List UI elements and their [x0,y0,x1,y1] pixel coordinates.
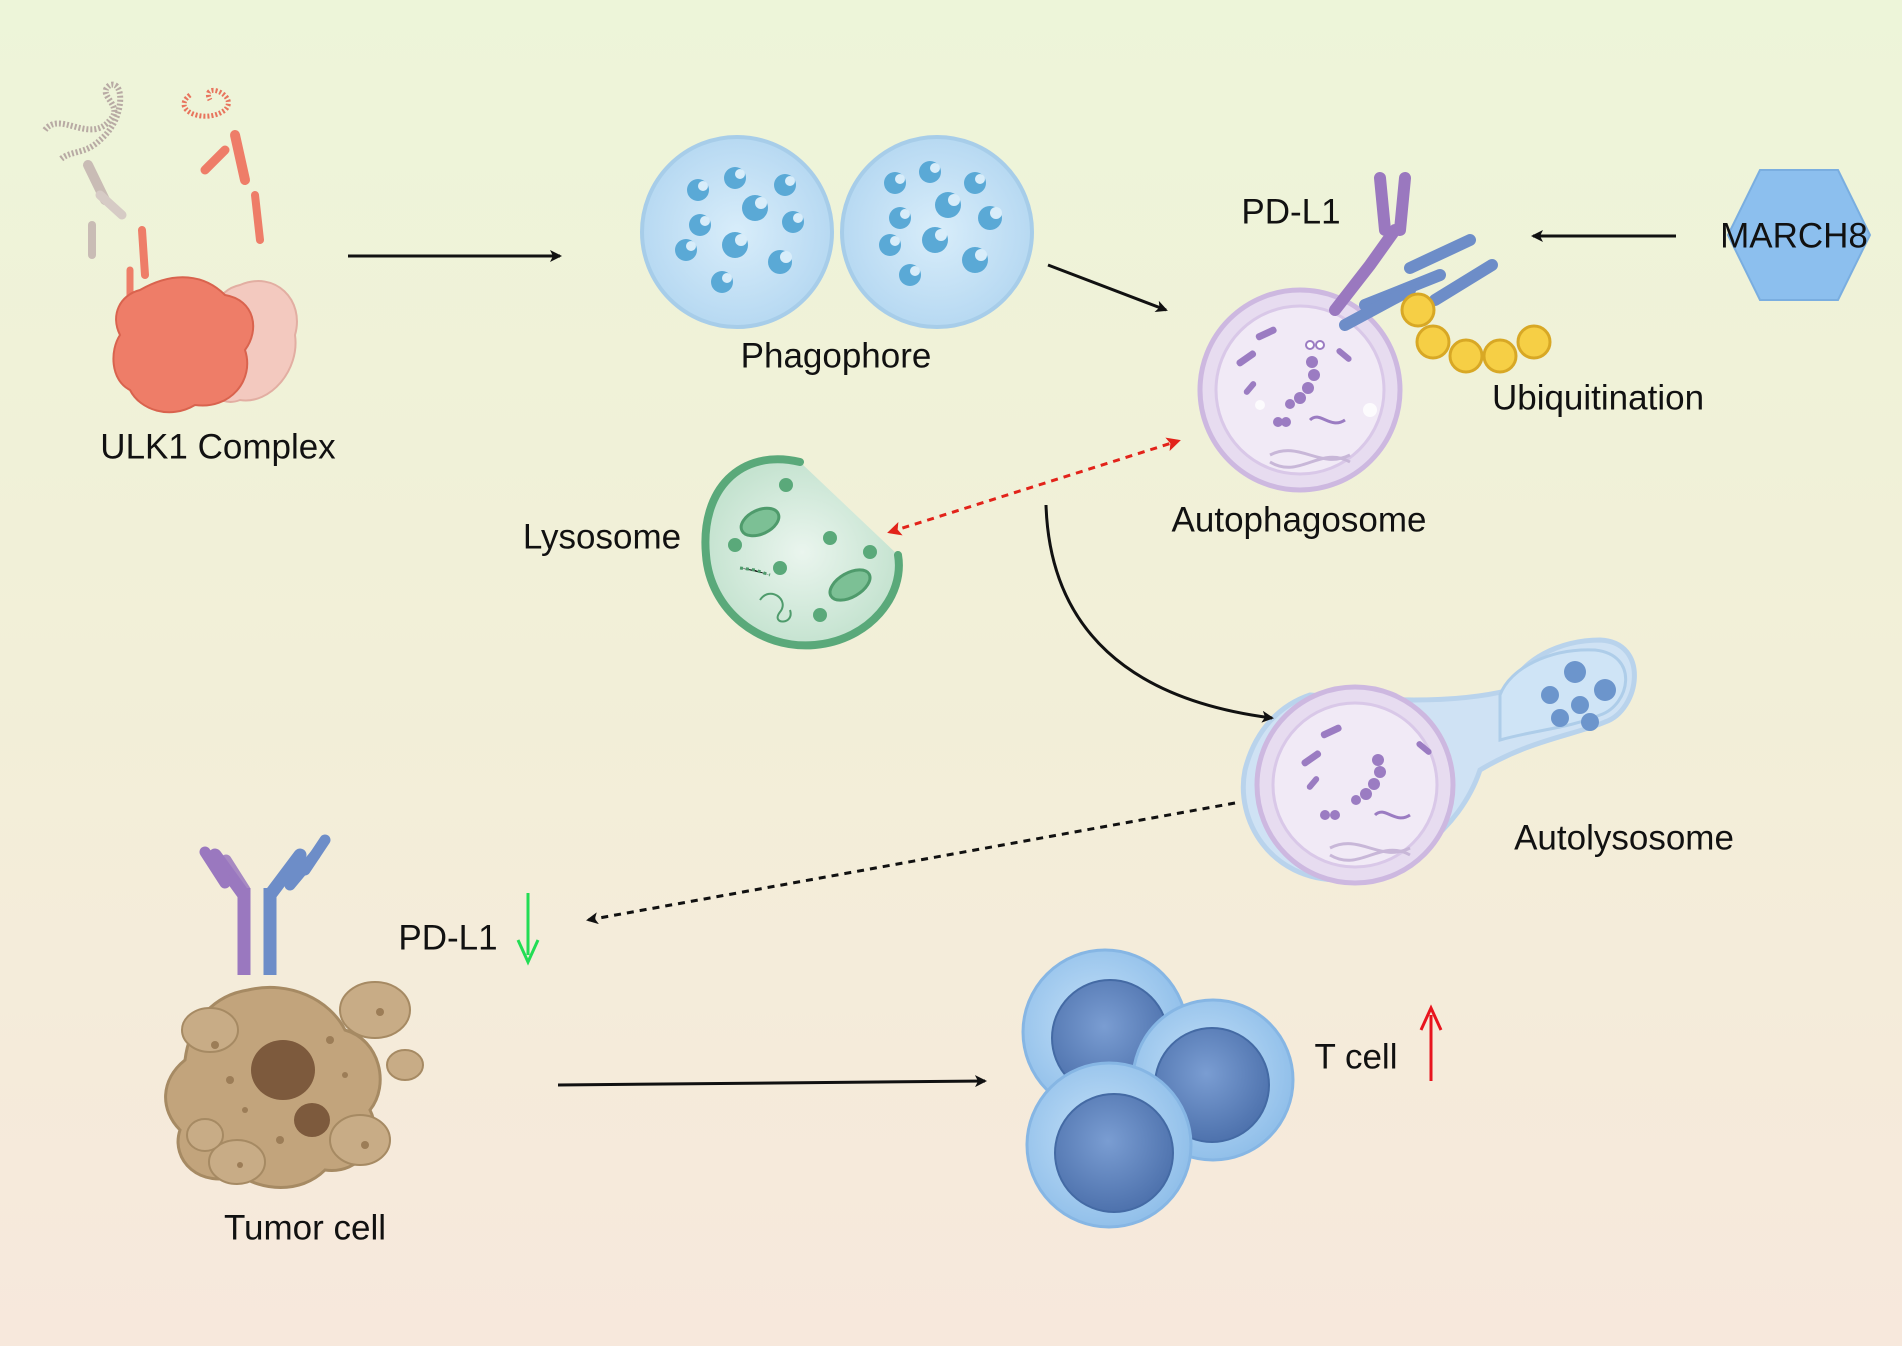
autophagosome-icon [1197,287,1403,493]
lysosome-label: Lysosome [522,517,682,557]
arrow-lysosome-autophagosome-fusion [887,437,1181,536]
pd-l1-bottom-receptor-icon [199,834,331,975]
phagophore-icon [640,135,1034,329]
phagophore-label: Phagophore [740,336,932,376]
autolysosome-icon [1240,637,1637,886]
tumor-cell-label: Tumor cell [223,1208,387,1248]
autolysosome-label: Autolysosome [1514,818,1734,858]
lysosome-icon [701,455,903,650]
march8-label: MARCH8 [1720,216,1868,256]
pd-l1-top-label: PD-L1 [1241,192,1341,232]
t-cell-label: T cell [1314,1037,1398,1077]
march8-hexagon-icon [1726,169,1872,301]
arrow-to-autolysosome [1044,504,1274,723]
tumor-cell-icon [164,981,424,1189]
pd-l1-receptor-icon [1329,172,1498,331]
arrow-autolysosome-to-pd-l1-dotted [586,801,1236,925]
ubiquitination-label: Ubiquitination [1491,378,1705,418]
ubiquitin-chain-icon [1400,292,1552,374]
arrow-phagophore-to-autophagosome [1047,263,1168,313]
up-arrow-icon [1419,1004,1443,1081]
ulk1-complex-icon [42,81,298,414]
down-arrow-icon [516,893,540,966]
t-cell-cluster-icon [1021,948,1295,1229]
autophagosome-label: Autophagosome [1171,500,1427,540]
pd-l1-bottom-label: PD-L1 [398,918,498,958]
arrow-tumor-to-t-cell [557,1075,987,1088]
ulk1-complex-label: ULK1 Complex [100,427,336,467]
